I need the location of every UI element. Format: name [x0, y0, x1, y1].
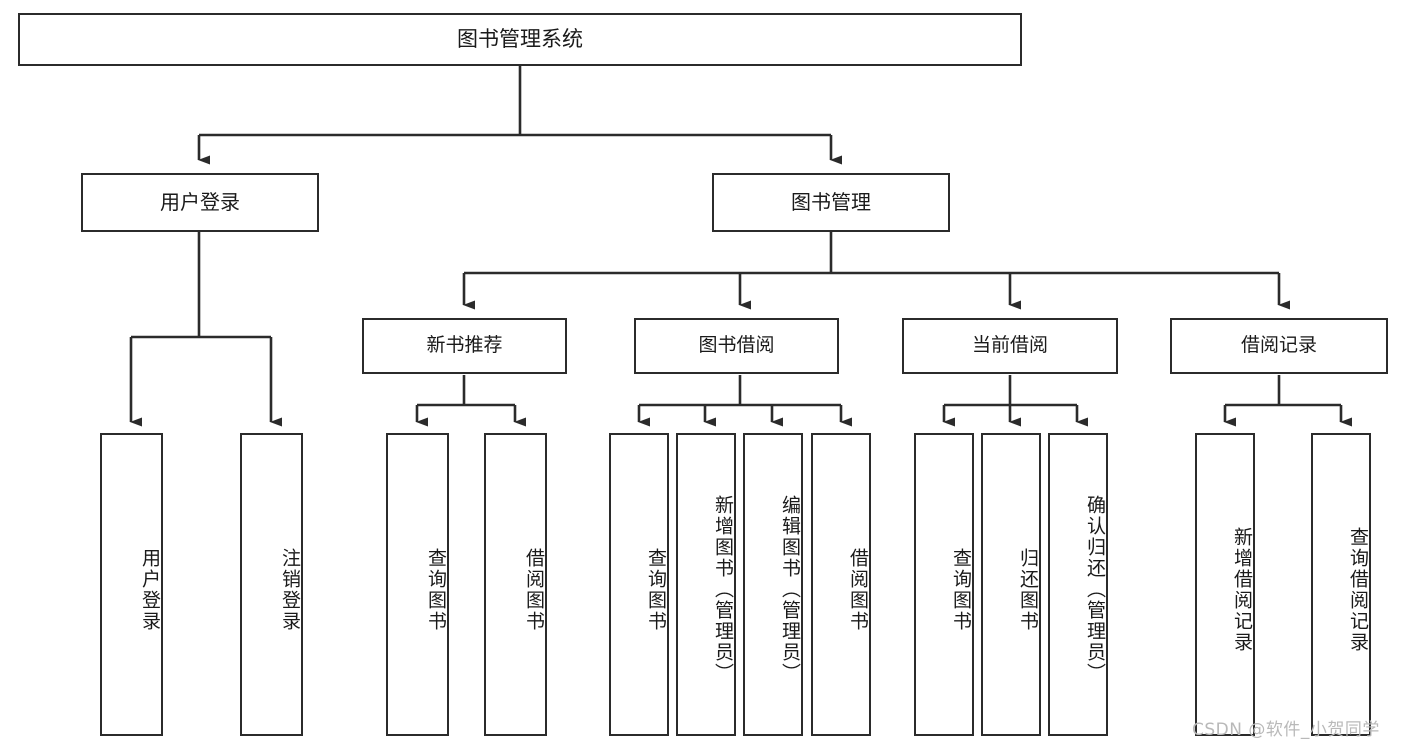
- leaf-borrow-record-add-record[interactable]: 新增借阅记录: [1195, 433, 1255, 736]
- node-label: 借阅图书: [523, 547, 545, 632]
- leaf-user-login-login[interactable]: 用户登录: [100, 433, 163, 736]
- node-label: 借阅图书: [847, 547, 869, 632]
- node-label: 用户登录: [160, 190, 240, 214]
- leaf-book-borrow-query-book[interactable]: 查询图书: [609, 433, 669, 736]
- node-label: 查询借阅记录: [1347, 526, 1369, 653]
- node-label: 查询图书: [425, 547, 447, 632]
- node-user-login[interactable]: 用户登录: [81, 173, 319, 232]
- leaf-current-borrow-confirm-return-admin[interactable]: 确认归还（管理员）: [1048, 433, 1108, 736]
- node-label: 编辑图书（管理员）: [779, 495, 801, 684]
- node-label: 新书推荐: [426, 334, 503, 357]
- leaf-current-borrow-query-book[interactable]: 查询图书: [914, 433, 974, 736]
- node-label: 查询图书: [645, 547, 667, 632]
- node-book-borrow[interactable]: 图书借阅: [634, 318, 839, 374]
- csdn-watermark: CSDN @软件_小贺同学: [1192, 720, 1380, 740]
- node-root-book-management-system[interactable]: 图书管理系统: [18, 13, 1022, 66]
- leaf-book-borrow-edit-book-admin[interactable]: 编辑图书（管理员）: [743, 433, 803, 736]
- node-label: 图书管理系统: [457, 27, 583, 52]
- node-label: 确认归还（管理员）: [1084, 495, 1106, 684]
- node-label: 当前借阅: [971, 334, 1048, 357]
- node-label: 查询图书: [950, 547, 972, 632]
- leaf-user-login-logout[interactable]: 注销登录: [240, 433, 303, 736]
- node-label: 新增图书（管理员）: [712, 495, 734, 684]
- leaf-current-borrow-return-book[interactable]: 归还图书: [981, 433, 1041, 736]
- node-new-book-recommend[interactable]: 新书推荐: [362, 318, 567, 374]
- node-label: 图书借阅: [698, 334, 775, 357]
- node-label: 新增借阅记录: [1231, 526, 1253, 653]
- node-book-management[interactable]: 图书管理: [712, 173, 950, 232]
- node-label: 归还图书: [1017, 547, 1039, 632]
- node-label: 借阅记录: [1240, 334, 1317, 357]
- leaf-new-book-borrow-book[interactable]: 借阅图书: [484, 433, 547, 736]
- node-label: 图书管理: [791, 190, 871, 214]
- node-label: 注销登录: [279, 547, 301, 632]
- leaf-borrow-record-query-record[interactable]: 查询借阅记录: [1311, 433, 1371, 736]
- leaf-book-borrow-borrow-book[interactable]: 借阅图书: [811, 433, 871, 736]
- leaf-book-borrow-add-book-admin[interactable]: 新增图书（管理员）: [676, 433, 736, 736]
- node-borrow-record[interactable]: 借阅记录: [1170, 318, 1388, 374]
- node-current-borrow[interactable]: 当前借阅: [902, 318, 1118, 374]
- leaf-new-book-query-book[interactable]: 查询图书: [386, 433, 449, 736]
- node-label: 用户登录: [139, 547, 161, 632]
